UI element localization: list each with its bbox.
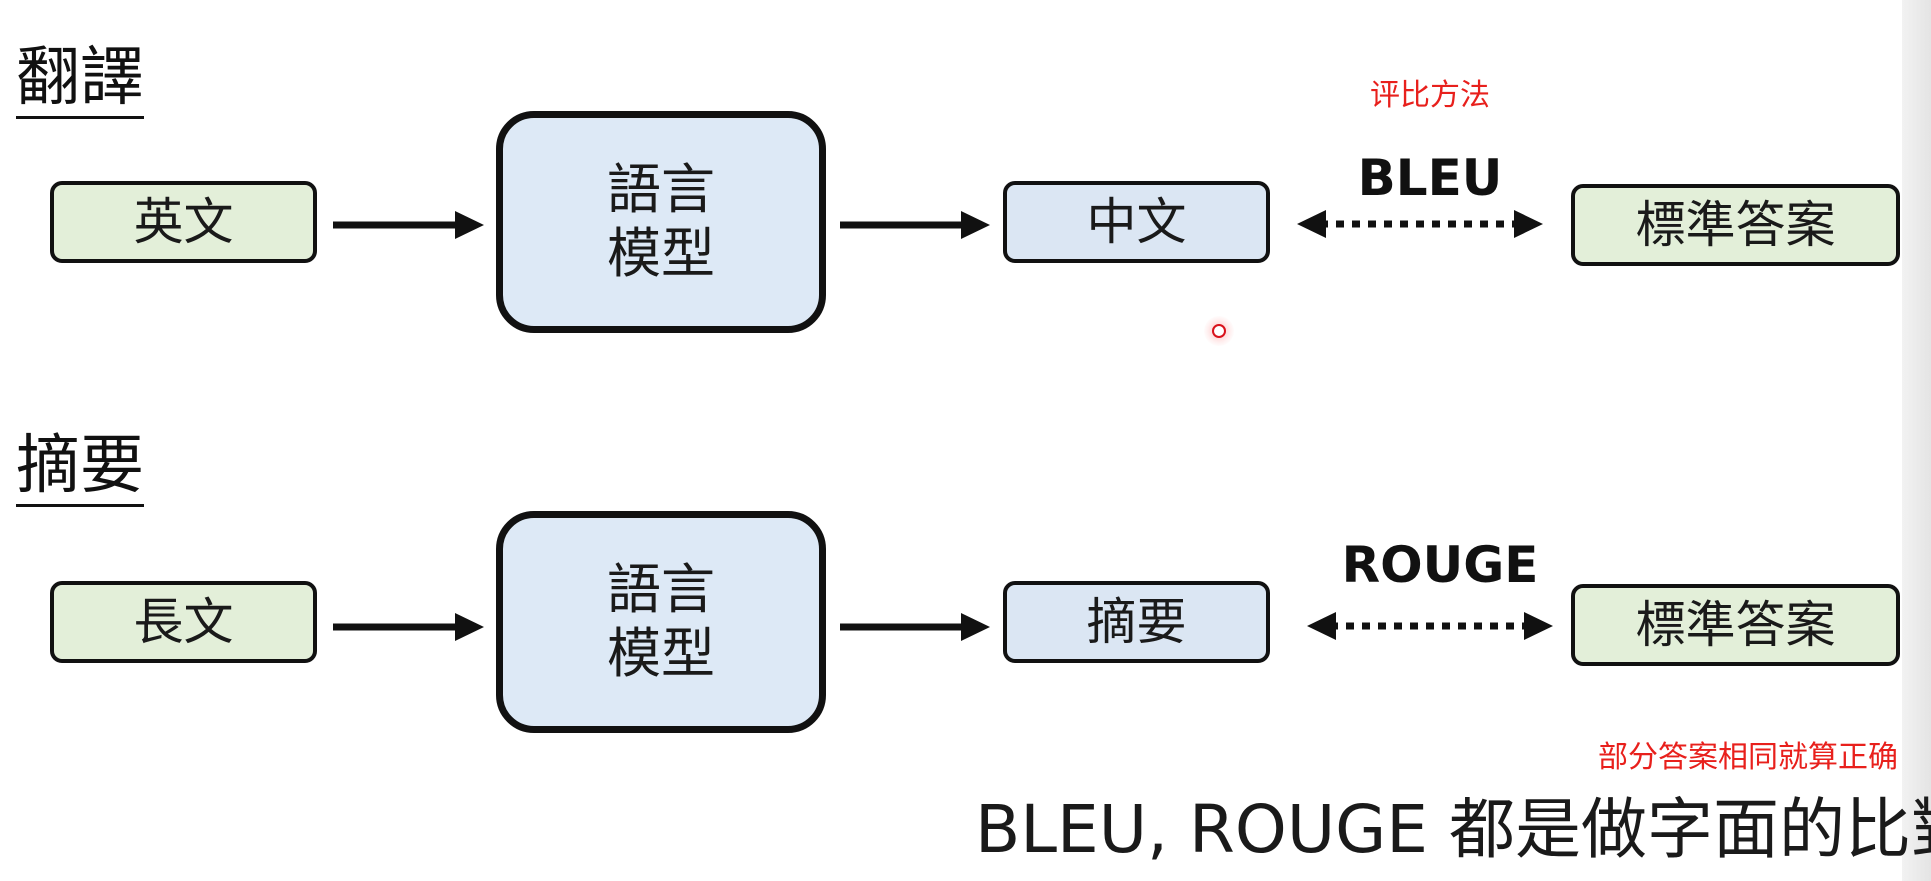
double-arrow-rouge-comparison	[1307, 612, 1553, 640]
arrow-input-to-model-translation	[333, 211, 484, 239]
cursor-pointer-indicator	[1204, 316, 1234, 346]
reference-box-translation: 標準答案	[1571, 184, 1900, 266]
input-box-long-text: 長文	[50, 581, 317, 663]
metric-label-bleu: BLEU	[1357, 149, 1503, 207]
section-title-translation: 翻譯	[16, 40, 144, 119]
input-box-english: 英文	[50, 181, 317, 263]
language-model-box-translation: 語言 模型	[496, 111, 826, 333]
metric-label-rouge: ROUGE	[1341, 536, 1539, 594]
double-arrow-bleu-comparison	[1297, 210, 1543, 238]
output-box-summary: 摘要	[1003, 581, 1270, 663]
annotation-partial-match: 部分答案相同就算正确	[1598, 740, 1898, 775]
arrow-input-to-model-summarization	[333, 613, 484, 641]
arrow-model-to-output-summarization	[840, 613, 990, 641]
annotation-evaluation-method: 评比方法	[1370, 78, 1490, 113]
output-box-chinese: 中文	[1003, 181, 1270, 263]
language-model-box-summarization: 語言 模型	[496, 511, 826, 733]
right-edge-strip	[1902, 0, 1931, 881]
section-title-summarization: 摘要	[16, 428, 144, 507]
arrow-model-to-output-translation	[840, 211, 990, 239]
reference-box-summarization: 標準答案	[1571, 584, 1900, 666]
conclusion-text: BLEU, ROUGE 都是做字面的比對	[975, 791, 1931, 868]
